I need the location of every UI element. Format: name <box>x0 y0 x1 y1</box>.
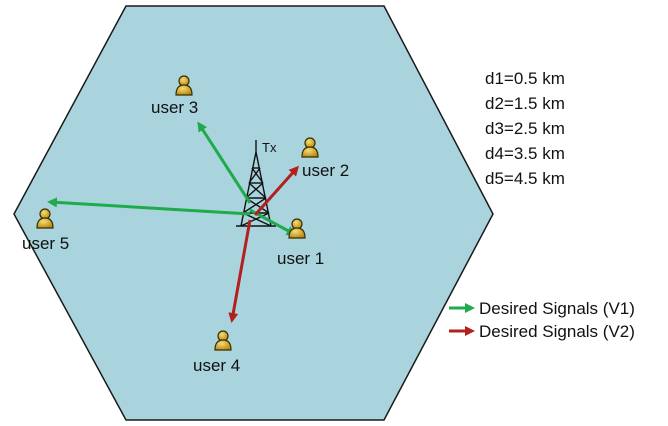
user-icon <box>214 330 232 351</box>
user-3-label: user 3 <box>151 98 198 117</box>
distance-item: d3=2.5 km <box>485 119 565 138</box>
user-4-label: user 4 <box>193 356 240 375</box>
distance-item: d2=1.5 km <box>485 94 565 113</box>
signal-arrow-v2-user4 <box>228 219 252 323</box>
legend-label-v2: Desired Signals (V2) <box>479 322 635 341</box>
signal-arrow-v1-user3 <box>197 121 252 204</box>
signal-arrow-v2-user2 <box>253 165 299 216</box>
user-2-label: user 2 <box>302 161 349 180</box>
user-5-label: user 5 <box>22 234 69 253</box>
legend: Desired Signals (V1) Desired Signals (V2… <box>449 299 635 341</box>
distance-item: d1=0.5 km <box>485 69 565 88</box>
legend-label-v1: Desired Signals (V1) <box>479 299 635 318</box>
user-icon <box>36 208 54 229</box>
user-icon <box>175 75 193 96</box>
distance-list: d1=0.5 km d2=1.5 km d3=2.5 km d4=3.5 km … <box>485 69 565 188</box>
distance-item: d5=4.5 km <box>485 169 565 188</box>
distance-item: d4=3.5 km <box>485 144 565 163</box>
user-icon <box>301 137 319 158</box>
tx-label: Tx <box>262 140 277 155</box>
signal-arrow-v1-user5 <box>47 197 251 216</box>
user-icon <box>288 218 306 239</box>
user-1-label: user 1 <box>277 249 324 268</box>
